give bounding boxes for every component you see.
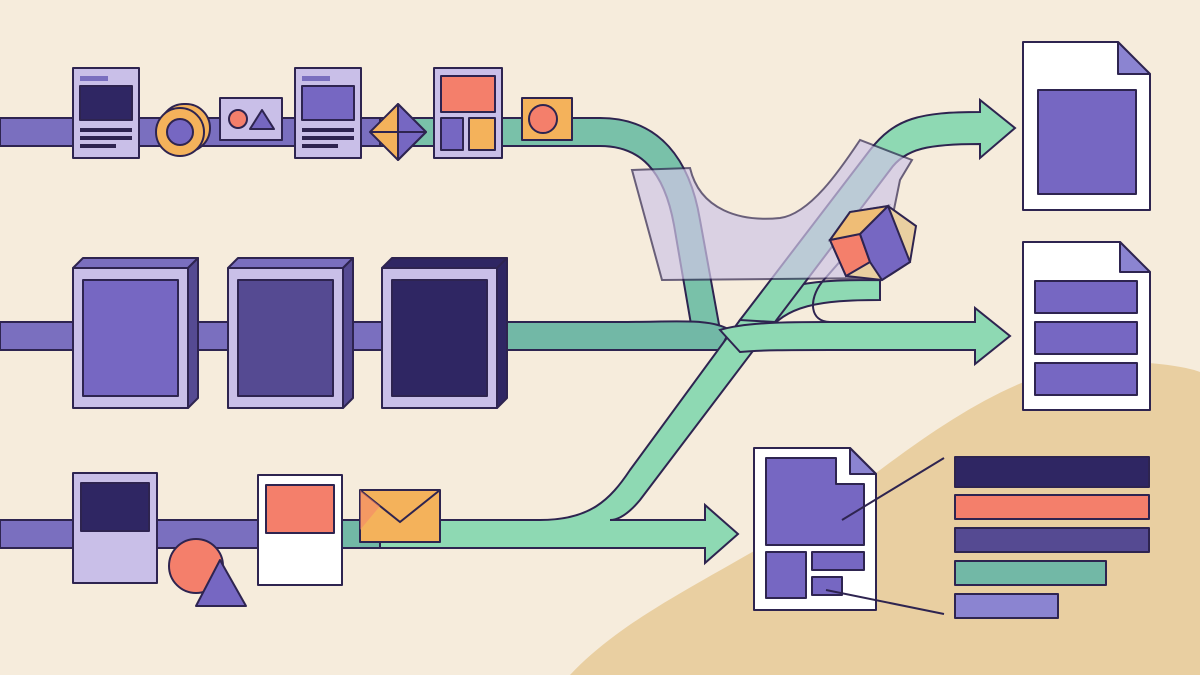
navy-block-icon: [381, 257, 508, 409]
leader-line-top: [841, 457, 945, 521]
leader-line-bottom: [825, 589, 945, 615]
gem-loop-path: [811, 249, 851, 323]
coral-circle-card-icon: [521, 97, 573, 141]
bottom-lane-items: [72, 472, 441, 607]
grid-layout-card-icon: [433, 67, 503, 159]
legend-bar-2: [954, 494, 1150, 520]
top-lane-items: [72, 67, 573, 161]
page-list-document-icon: [1022, 241, 1151, 411]
circle-triangle-icon: [168, 538, 247, 607]
coral-card-icon: [257, 474, 343, 586]
document-card-icon: [294, 67, 362, 159]
ring-shape-icon: [155, 103, 211, 157]
middle-lane-track-teal: [499, 320, 732, 351]
middle-flow-arrow: [718, 305, 1012, 367]
legend-bar-5: [954, 593, 1059, 619]
legend-bar-1: [954, 456, 1150, 488]
page-block-document-icon: [1022, 41, 1151, 211]
navy-card-icon: [72, 472, 158, 584]
diamond-shape-icon: [369, 103, 427, 161]
page-layout-document-icon: [753, 447, 877, 611]
legend-bars: [825, 456, 1150, 619]
envelope-icon: [359, 489, 441, 543]
middle-lane-items: [72, 257, 508, 409]
purple-block-icon: [72, 257, 199, 409]
slate-block-icon: [227, 257, 354, 409]
legend-bar-3: [954, 527, 1150, 553]
legend-bar-4: [954, 560, 1107, 586]
document-card-icon: [72, 67, 140, 159]
output-documents: [753, 41, 1151, 611]
gem-icon: [827, 204, 918, 282]
image-thumbnail-icon: [219, 97, 283, 141]
